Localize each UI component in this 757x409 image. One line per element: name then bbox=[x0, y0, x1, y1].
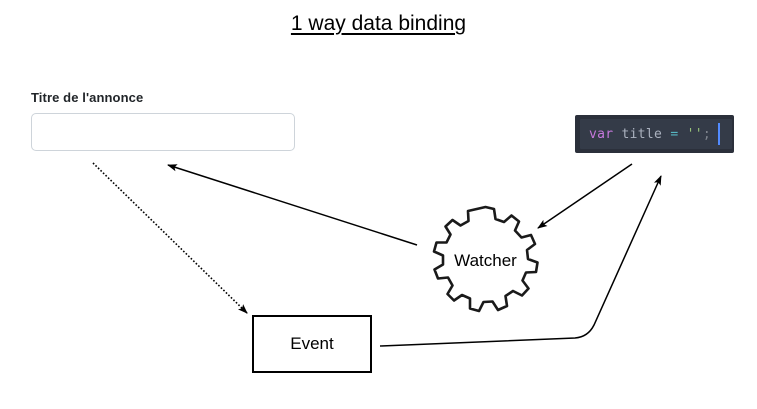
watcher-node[interactable]: Watcher bbox=[428, 203, 543, 318]
arrow-code-to-watcher bbox=[537, 163, 633, 229]
code-block[interactable]: var title = ''; bbox=[575, 115, 734, 153]
code-token-operator: = bbox=[670, 126, 679, 142]
gear-icon bbox=[432, 205, 539, 313]
code-token-string: '' bbox=[686, 126, 703, 142]
title-input[interactable] bbox=[31, 113, 295, 151]
code-space-1 bbox=[613, 127, 621, 142]
arrow-input-to-event bbox=[92, 162, 248, 314]
code-token-punctuation: ; bbox=[702, 126, 711, 142]
event-node-label: Event bbox=[290, 334, 334, 353]
page-title-text: 1 way data binding bbox=[290, 12, 467, 35]
code-line: var title = ''; bbox=[589, 127, 711, 142]
page-title: 1 way data binding bbox=[0, 12, 757, 36]
title-field-label: Titre de l'annonce bbox=[31, 90, 144, 105]
code-token-keyword: var bbox=[589, 126, 614, 142]
arrow-watcher-to-input bbox=[167, 164, 418, 246]
code-token-variable: title bbox=[621, 126, 663, 142]
text-cursor bbox=[718, 123, 720, 145]
code-block-inner-surface bbox=[580, 119, 732, 149]
code-space-3 bbox=[678, 127, 686, 142]
event-node[interactable]: Event bbox=[252, 315, 372, 373]
